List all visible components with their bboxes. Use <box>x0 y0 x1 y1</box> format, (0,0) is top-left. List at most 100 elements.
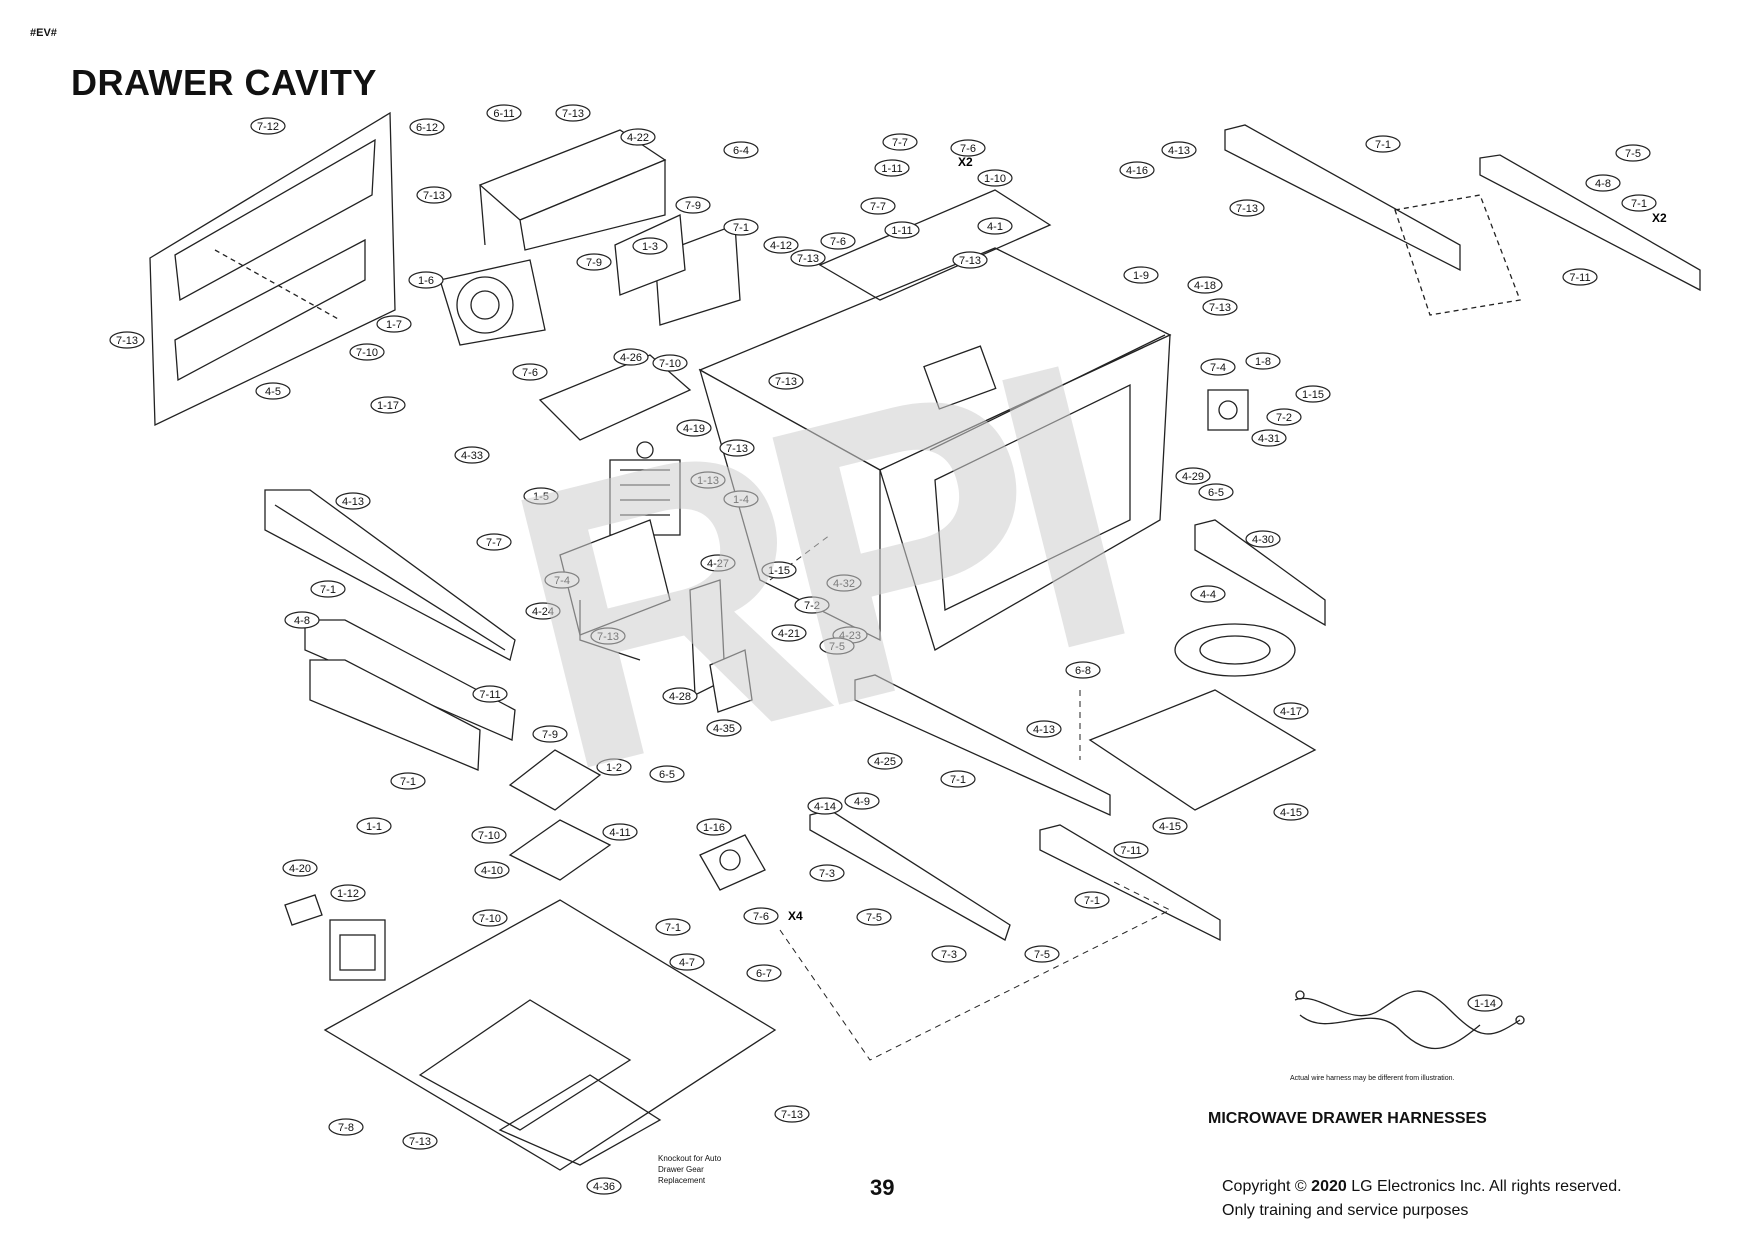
callout-text: 7-11 <box>1569 272 1590 284</box>
callout-4-17: 4-17 <box>1273 702 1309 720</box>
callout-text: 4-15 <box>1280 807 1302 819</box>
callout-7-5: 7-5 <box>1615 144 1651 162</box>
capacitor-bracket-part <box>559 519 671 661</box>
callout-7-1: 7-1 <box>1074 891 1110 909</box>
callout-text: 1-11 <box>881 163 902 175</box>
callout-7-1: 7-1 <box>940 770 976 788</box>
copyright-notice: Copyright © 2020 LG Electronics Inc. All… <box>1222 1175 1622 1223</box>
harness-callout: 1-14 <box>1467 994 1503 1012</box>
callout-text: 7-5 <box>1034 949 1050 961</box>
callout-7-6: 7-6 <box>950 139 986 157</box>
filter-block-part <box>284 894 323 926</box>
callout-text: 4-30 <box>1252 534 1274 546</box>
callout-text: 4-17 <box>1280 706 1302 718</box>
callout-text: 4-27 <box>707 558 729 570</box>
callout-text: 7-1 <box>400 776 416 788</box>
callout-1-15: 1-15 <box>761 561 797 579</box>
callout-7-11: 7-11 <box>1562 268 1598 286</box>
callout-7-10: 7-10 <box>471 826 507 844</box>
blower-fan-part <box>439 259 546 346</box>
callout-text: 7-5 <box>1625 148 1641 160</box>
callout-text: 7-3 <box>819 868 835 880</box>
callout-1-10: 1-10 <box>977 169 1013 187</box>
callout-text: 4-20 <box>289 863 311 875</box>
callout-4-13: 4-13 <box>1161 141 1197 159</box>
callout-4-13: 4-13 <box>1026 720 1062 738</box>
callout-4-14: 4-14 <box>807 797 843 815</box>
callout-7-10: 7-10 <box>349 343 385 361</box>
page-tag: #EV# <box>30 27 57 39</box>
callout-text: 1-4 <box>733 494 749 506</box>
callout-7-13: 7-13 <box>402 1132 438 1150</box>
callout-text: 4-21 <box>778 628 800 640</box>
waveguide-part <box>538 354 692 441</box>
callout-text: 4-29 <box>1182 471 1204 483</box>
callout-text: 4-13 <box>1033 724 1055 736</box>
callout-text: 7-1 <box>950 774 966 786</box>
callout-text: 1-16 <box>703 822 725 834</box>
callout-1-11: 1-11 <box>884 221 920 239</box>
callout-text: 1-15 <box>1302 389 1324 401</box>
callout-text: 7-7 <box>486 537 502 549</box>
callout-text: 4-36 <box>593 1181 615 1193</box>
callout-7-10: 7-10 <box>472 909 508 927</box>
callout-7-3: 7-3 <box>931 945 967 963</box>
wire-harness-illustration <box>1294 990 1525 1050</box>
callout-text: 1-3 <box>642 241 658 253</box>
callout-7-8: 7-8 <box>328 1118 364 1136</box>
callout-7-5: 7-5 <box>1024 945 1060 963</box>
callout-7-13: 7-13 <box>1229 199 1265 217</box>
callout-7-6: 7-6 <box>820 232 856 250</box>
callout-text: 7-13 <box>116 335 138 347</box>
callout-4-30: 4-30 <box>1245 530 1281 548</box>
callout-7-1: 7-1 <box>310 580 346 598</box>
harness-title: MICROWAVE DRAWER HARNESSES <box>1208 1110 1487 1127</box>
callout-text: 4-1 <box>987 221 1003 233</box>
callout-1-16: 1-16 <box>696 818 732 836</box>
callout-4-9: 4-9 <box>844 792 880 810</box>
callout-text: 4-19 <box>683 423 705 435</box>
callout-text: 7-13 <box>781 1109 803 1121</box>
callout-7-13: 7-13 <box>1202 298 1238 316</box>
callout-4-21: 4-21 <box>771 624 807 642</box>
callout-1-17: 1-17 <box>370 396 406 414</box>
callout-7-13: 7-13 <box>952 251 988 269</box>
callout-7-11: 7-11 <box>1113 841 1149 859</box>
callout-text: 1-6 <box>418 275 434 287</box>
callout-text: 1-11 <box>891 225 912 237</box>
callout-text: 4-8 <box>294 615 310 627</box>
callout-1-12: 1-12 <box>330 884 366 902</box>
callout-text: 4-13 <box>342 496 364 508</box>
callout-6-5: 6-5 <box>1198 483 1234 501</box>
callout-text: 4-18 <box>1194 280 1216 292</box>
callout-text: 7-10 <box>659 358 681 370</box>
page-title: DRAWER CAVITY <box>71 62 377 103</box>
callout-7-9: 7-9 <box>675 196 711 214</box>
callout-text: 4-7 <box>679 957 695 969</box>
callout-7-1: 7-1 <box>723 218 759 236</box>
callout-7-5: 7-5 <box>819 637 855 655</box>
callout-text: 7-6 <box>830 236 846 248</box>
main-cavity-body <box>698 189 1172 651</box>
callout-text: 4-33 <box>461 450 483 462</box>
callout-4-26: 4-26 <box>613 348 649 366</box>
control-bracket-part <box>614 214 741 326</box>
callout-text: 4-28 <box>669 691 691 703</box>
callout-4-12: 4-12 <box>763 236 799 254</box>
callout-1-1: 1-1 <box>356 817 392 835</box>
callout-text: 7-1 <box>320 584 336 596</box>
callout-1-2: 1-2 <box>596 758 632 776</box>
left-rail-part <box>264 489 516 661</box>
shield-part <box>689 579 753 713</box>
callout-text: 7-13 <box>562 108 584 120</box>
callout-text: 7-13 <box>959 255 981 267</box>
quantity-multiplier: X2 <box>958 155 973 169</box>
callout-text: 4-24 <box>532 606 554 618</box>
callout-text: 7-13 <box>726 443 748 455</box>
callout-text: 7-9 <box>685 200 701 212</box>
callout-7-12: 7-12 <box>250 117 286 135</box>
callout-text: 4-8 <box>1595 178 1611 190</box>
callout-1-6: 1-6 <box>408 271 444 289</box>
callout-7-11: 7-11 <box>472 685 508 703</box>
callout-text: 6-5 <box>659 769 675 781</box>
